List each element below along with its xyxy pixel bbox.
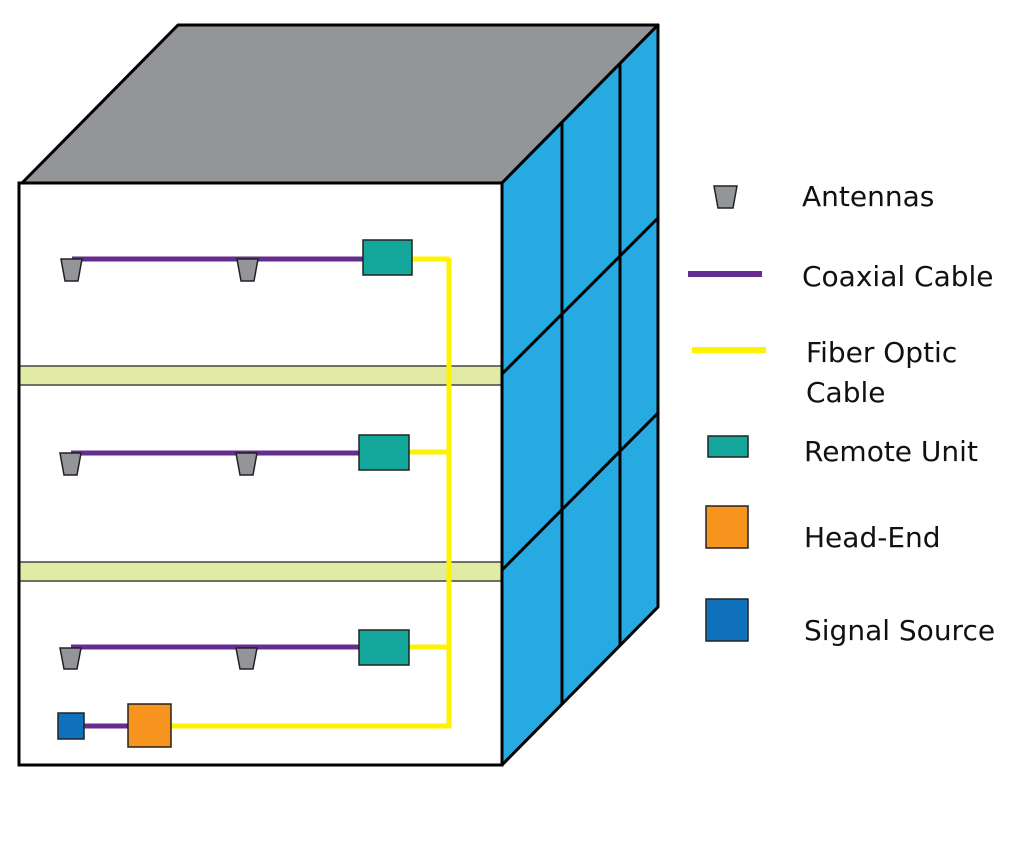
- antenna-icon: [236, 258, 259, 282]
- antenna-icon: [60, 258, 83, 282]
- legend-label: Remote Unit: [804, 435, 978, 468]
- legend-label: Antennas: [802, 180, 934, 213]
- fiber-optic-trunk: [171, 258, 452, 729]
- antenna-icon: [59, 647, 82, 670]
- antenna-icon: [59, 452, 82, 476]
- legend-label: Cable: [806, 376, 886, 409]
- building-front-wall: [17, 181, 504, 767]
- antenna-icon: [235, 647, 258, 670]
- legend: Antennas Coaxial Cable Fiber Optic Cable…: [688, 180, 995, 647]
- signal-source: [57, 712, 85, 740]
- legend-item-antennas: Antennas: [713, 180, 934, 213]
- legend-label: Head-End: [804, 521, 941, 554]
- legend-label: Coaxial Cable: [802, 260, 994, 293]
- remote-unit: [362, 239, 413, 276]
- remote-unit: [358, 434, 410, 471]
- legend-item-signal-source: Signal Source: [705, 598, 995, 647]
- legend-item-coaxial-cable: Coaxial Cable: [688, 260, 994, 293]
- floor-top: [60, 239, 413, 282]
- head-end: [127, 703, 172, 748]
- head-end-swatch: [705, 505, 749, 549]
- signal-source-swatch: [705, 598, 749, 642]
- side-floor-line: [500, 411, 660, 572]
- antenna-icon: [235, 452, 258, 476]
- legend-item-remote-unit: Remote Unit: [707, 435, 978, 468]
- legend-item-fiber-optic-cable: Fiber Optic Cable: [692, 336, 957, 409]
- side-floor-line: [500, 216, 660, 376]
- floor-ground: [57, 629, 410, 748]
- legend-label: Fiber Optic: [806, 336, 957, 369]
- remote-unit-swatch: [707, 435, 749, 458]
- legend-label: Signal Source: [804, 614, 995, 647]
- building-front-outline: [17, 181, 504, 767]
- legend-item-head-end: Head-End: [705, 505, 941, 554]
- floor-middle: [59, 434, 410, 476]
- remote-unit: [358, 629, 410, 666]
- floor-slab: [18, 365, 503, 386]
- floor-slab: [18, 561, 503, 582]
- antenna-icon: [713, 185, 738, 209]
